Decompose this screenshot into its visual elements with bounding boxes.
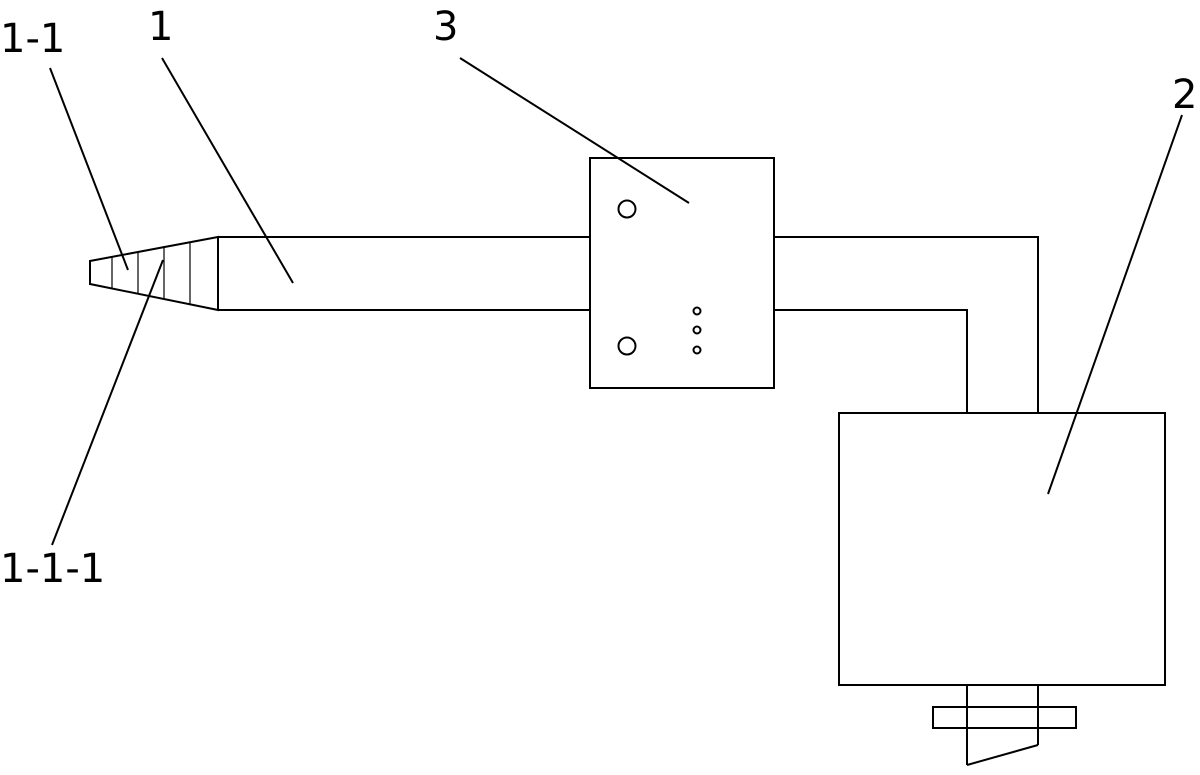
- indicator-dot: [692, 306, 702, 316]
- indicator-dot: [692, 345, 702, 355]
- leader-line-1: [161, 57, 294, 284]
- leader-line-2: [1047, 114, 1183, 495]
- label-3: 3: [433, 4, 458, 50]
- indicator-dot: [692, 325, 702, 335]
- outlet-flange: [932, 706, 1077, 729]
- leader-line-3: [459, 57, 690, 204]
- outlet-slant: [966, 744, 1039, 766]
- label-1-1-1: 1-1-1: [0, 546, 105, 592]
- label-2: 2: [1172, 72, 1197, 118]
- leader-line-1-1: [49, 67, 129, 271]
- hose-outer-edge: [774, 236, 1039, 413]
- label-1-1: 1-1: [0, 16, 65, 62]
- control-box-port-lower: [617, 336, 637, 356]
- label-1: 1: [148, 4, 173, 50]
- control-box: [589, 157, 775, 389]
- control-box-port-upper: [617, 199, 637, 219]
- leader-line-1-1-1: [51, 259, 164, 546]
- nozzle-tip: [89, 235, 219, 312]
- main-unit: [838, 412, 1166, 686]
- hose-inner-edge: [774, 309, 968, 413]
